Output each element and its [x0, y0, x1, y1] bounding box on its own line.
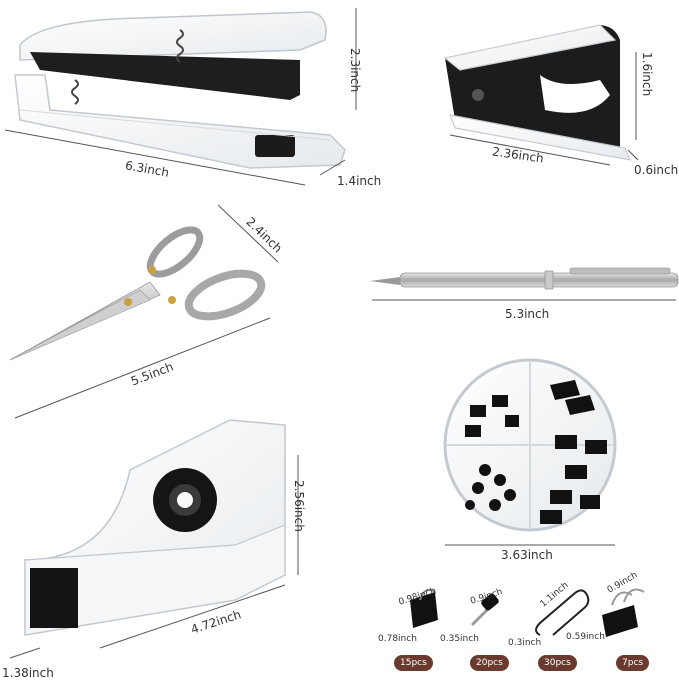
tape-dispenser-image — [24, 419, 286, 636]
accessory-binder-small-image — [410, 588, 438, 628]
scissors-length-line — [14, 317, 271, 419]
remover-length-line — [449, 134, 611, 166]
stapler-height-label: 2.3inch — [348, 48, 362, 93]
staple-remover-image — [443, 24, 631, 161]
scissors-image — [9, 226, 266, 361]
remover-height-label: 1.6inch — [640, 52, 654, 97]
pushpin-count-badge: 20pcs — [470, 655, 509, 671]
binder-small-count-badge: 15pcs — [394, 655, 433, 671]
pen-image — [370, 267, 679, 290]
remover-width-line — [627, 149, 639, 161]
tape-height-label: 2.56inch — [292, 480, 306, 532]
paperclip-dim-b: 0.3inch — [508, 638, 542, 648]
stapler-image — [14, 11, 346, 169]
pushpin-dim-b: 0.35inch — [440, 634, 479, 644]
binder-large-count-badge: 7pcs — [616, 655, 650, 671]
pen-length-label: 5.3inch — [505, 307, 550, 321]
stapler-length-line — [4, 129, 306, 186]
tape-width-label: 1.38inch — [2, 666, 54, 680]
accessory-binder-large-image — [602, 588, 645, 637]
stapler-width-line — [319, 159, 346, 176]
accessory-paperclip-image — [535, 589, 590, 636]
tape-width-line — [9, 647, 41, 659]
remover-width-label: 0.6inch — [634, 163, 679, 177]
accessory-pushpin-image — [470, 593, 499, 627]
stapler-width-label: 1.4inch — [337, 174, 382, 188]
tape-length-line — [99, 584, 286, 649]
binder-large-dim-b: 0.59inch — [566, 632, 605, 642]
clip-box-image — [443, 358, 617, 532]
binder-small-dim-b: 0.78inch — [378, 634, 417, 644]
scissors-handle-line — [217, 204, 279, 263]
clip-box-diameter-label: 3.63inch — [501, 548, 553, 562]
paperclip-count-badge: 30pcs — [538, 655, 577, 671]
